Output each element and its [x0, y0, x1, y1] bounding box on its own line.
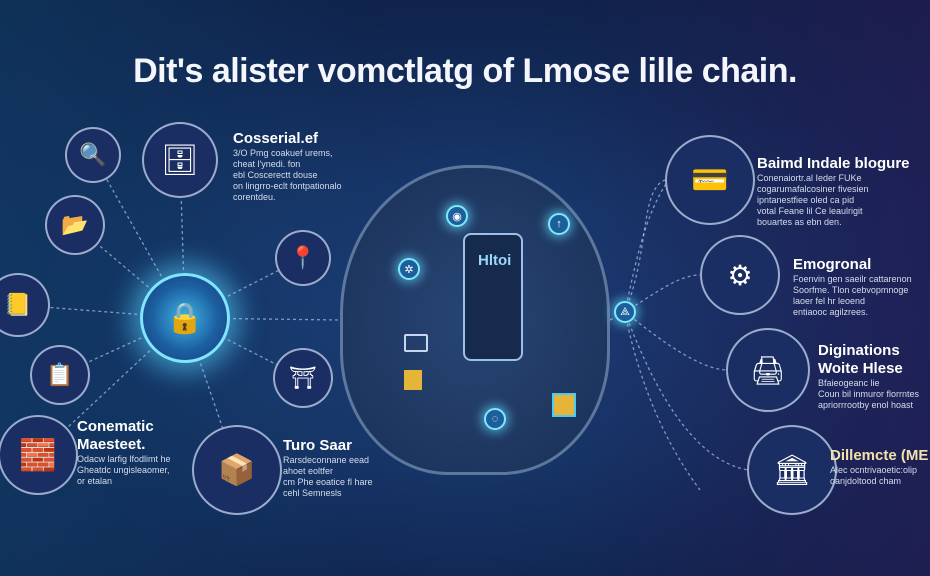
gate-icon: ⛩: [273, 348, 333, 408]
item-heading: Woite Hlese: [818, 360, 903, 377]
item-body-line: cogarumafalcosiner fivesien: [757, 184, 869, 194]
left-item-3: Turo Saar Rarsdeconnane eead ahoet eoltf…: [283, 437, 393, 499]
cube-icon: [552, 393, 576, 417]
item-body-line: laoer fel hr leoend: [793, 296, 866, 306]
left-item-1: Cosserial.ef 3/O Pmg coakuef urems, chea…: [233, 130, 343, 203]
item-heading: Dillemcte (ME: [830, 447, 929, 464]
item-body-line: cm Phe eoatice fl hare: [283, 477, 373, 487]
item-body-line: entiaooc agilzrees.: [793, 307, 869, 317]
item-heading: Emogronal: [793, 256, 872, 273]
magnifier-icon: 🔍: [65, 127, 121, 183]
head-node-icon: ✲: [398, 258, 420, 280]
item-body-line: oanjdoltood cham: [830, 476, 902, 486]
document-icon: 📒: [0, 273, 50, 337]
item-heading: Conematic: [77, 418, 154, 435]
item-body-line: Coun bil inmuror florrntes: [818, 389, 920, 399]
folder-icon: 📂: [45, 195, 105, 255]
right-item-4: Dillemcte (ME Alec ocntrivaoetic:olip oa…: [830, 447, 930, 487]
platform-icon: 🖨: [726, 328, 810, 412]
right-hub-icon: ⟁: [614, 301, 636, 323]
item-body-line: votal Feane lil Ce leaulrigit: [757, 206, 863, 216]
item-body-line: Alec ocntrivaoetic:olip: [830, 465, 918, 475]
cubes-icon: 📦: [192, 425, 282, 515]
item-body-line: ahoet eoltfer: [283, 466, 334, 476]
page-title: Dit's alister vomctlatg of Lmose lille c…: [133, 52, 797, 90]
center-label: Hltoi: [478, 252, 512, 269]
chip-icon: [404, 370, 422, 390]
item-body-line: Odacw larfig lfodlimt he: [77, 454, 171, 464]
item-heading: Baimd Indale blogure: [757, 155, 910, 172]
circuit-icon: ⚙: [700, 235, 780, 315]
item-body-line: or etalan: [77, 476, 113, 486]
item-body-line: cehl Semnesls: [283, 488, 342, 498]
item-body-line: 3/O Pmg coakuef urems,: [233, 148, 333, 158]
item-body-line: Conenaiortr.al Ieder FUKe: [757, 173, 862, 183]
item-heading: Cosserial.ef: [233, 130, 319, 147]
item-heading: Turo Saar: [283, 437, 352, 454]
head-node-icon: ↑: [548, 213, 570, 235]
item-body-line: Soorfme. Tlon cebvopmnoge: [793, 285, 909, 295]
item-body-line: corentdeu.: [233, 192, 276, 202]
padlock-icon: 🔒: [140, 273, 230, 363]
right-item-3: Diginations Woite Hlese Bfaieogeanc lie …: [818, 342, 930, 411]
item-heading: Maesteet.: [77, 436, 146, 453]
item-body-line: on lingrro-eclt fontpationalo: [233, 181, 342, 191]
right-item-2: Emogronal Foenvin gen saeilr cattarenon …: [793, 256, 930, 318]
item-body-line: cheat l'ynedi. fon: [233, 159, 301, 169]
left-item-2: Conematic Maesteet. Odacw larfig lfodlim…: [77, 418, 187, 487]
list-icon: 📋: [30, 345, 90, 405]
item-heading: Diginations: [818, 342, 900, 359]
chip-board-icon: 💳: [665, 135, 755, 225]
item-body-line: Rarsdeconnane eead: [283, 455, 370, 465]
item-body-line: Gheatdc ungisleaomer,: [77, 465, 170, 475]
head-node-icon: ◌: [484, 408, 506, 430]
card-icon: [404, 334, 428, 352]
head-node-icon: ◉: [446, 205, 468, 227]
right-item-1: Baimd Indale blogure Conenaiortr.al Iede…: [757, 155, 930, 228]
item-body-line: apriorrrootby enol hoast: [818, 400, 914, 410]
item-body-line: Bfaieogeanc lie: [818, 378, 880, 388]
item-body-line: Foenvin gen saeilr cattarenon: [793, 274, 912, 284]
layers-icon: 🧱: [0, 415, 78, 495]
item-body-line: bouartes as ebn den.: [757, 217, 842, 227]
item-body-line: ebl Coscerectt douse: [233, 170, 318, 180]
phone-device: [463, 233, 523, 361]
building-icon: 🏛: [747, 425, 837, 515]
server-icon: 🗄: [142, 122, 218, 198]
location-pin-icon: 📍: [275, 230, 331, 286]
item-body-line: ipntanestfiee oled ca pid: [757, 195, 855, 205]
